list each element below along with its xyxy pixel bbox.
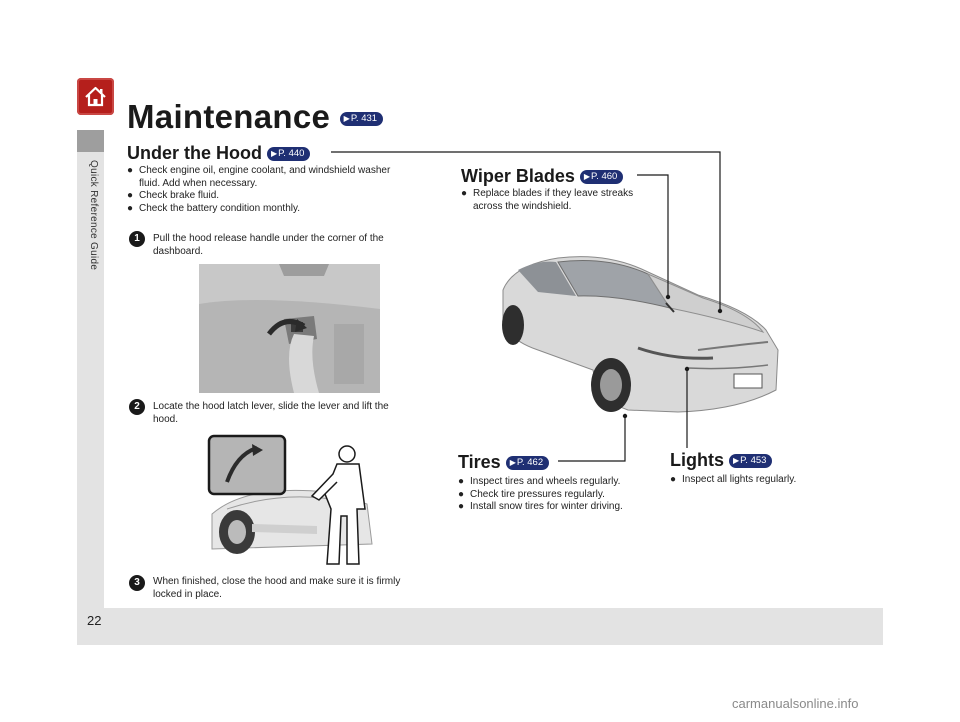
home-icon xyxy=(85,86,106,107)
car-illustration xyxy=(502,256,779,413)
section-title-tires: Tires ▶P. 462 xyxy=(458,452,550,473)
lights-bullets: ●Inspect all lights regularly. xyxy=(670,474,797,485)
hood-latch-illustration xyxy=(207,434,373,565)
step-3-text: When finished, close the hood and make s… xyxy=(153,576,401,600)
page-ref-badge[interactable]: ▶P. 431 xyxy=(339,112,384,127)
sidebar-label: Quick Reference Guide xyxy=(88,160,99,271)
page-title: Maintenance ▶P. 431 xyxy=(127,98,384,136)
wipers-bullets: ●Replace blades if they leave streaks ac… xyxy=(461,188,634,212)
home-button[interactable] xyxy=(77,78,114,115)
hood-page-ref[interactable]: ▶P. 440 xyxy=(267,147,311,162)
step-1-text: Pull the hood release handle under the c… xyxy=(153,233,384,257)
section-title-lights: Lights ▶P. 453 xyxy=(670,450,773,471)
wipers-page-ref[interactable]: ▶P. 460 xyxy=(579,170,624,185)
section-title-wipers: Wiper Blades ▶P. 460 xyxy=(461,166,624,187)
footer-bar xyxy=(77,608,883,645)
footer-watermark: carmanualsonline.info xyxy=(732,696,859,711)
step-1-marker: 1 xyxy=(129,228,145,247)
tires-page-ref[interactable]: ▶P. 462 xyxy=(505,456,550,471)
page-number: 22 xyxy=(87,613,102,628)
step-2-text: Locate the hood latch lever, slide the l… xyxy=(153,401,389,425)
sidebar xyxy=(77,130,104,645)
step-3-marker: 3 xyxy=(129,572,145,591)
hood-bullets: ●Check engine oil, engine coolant, and w… xyxy=(127,165,391,214)
tires-bullets: ●Inspect tires and wheels regularly. ●Ch… xyxy=(458,476,623,512)
hood-release-illustration xyxy=(199,264,380,393)
step-2-marker: 2 xyxy=(129,396,145,415)
section-title-hood: Under the Hood ▶P. 440 xyxy=(127,143,311,164)
lights-page-ref[interactable]: ▶P. 453 xyxy=(729,454,773,469)
sidebar-tab xyxy=(77,130,104,152)
